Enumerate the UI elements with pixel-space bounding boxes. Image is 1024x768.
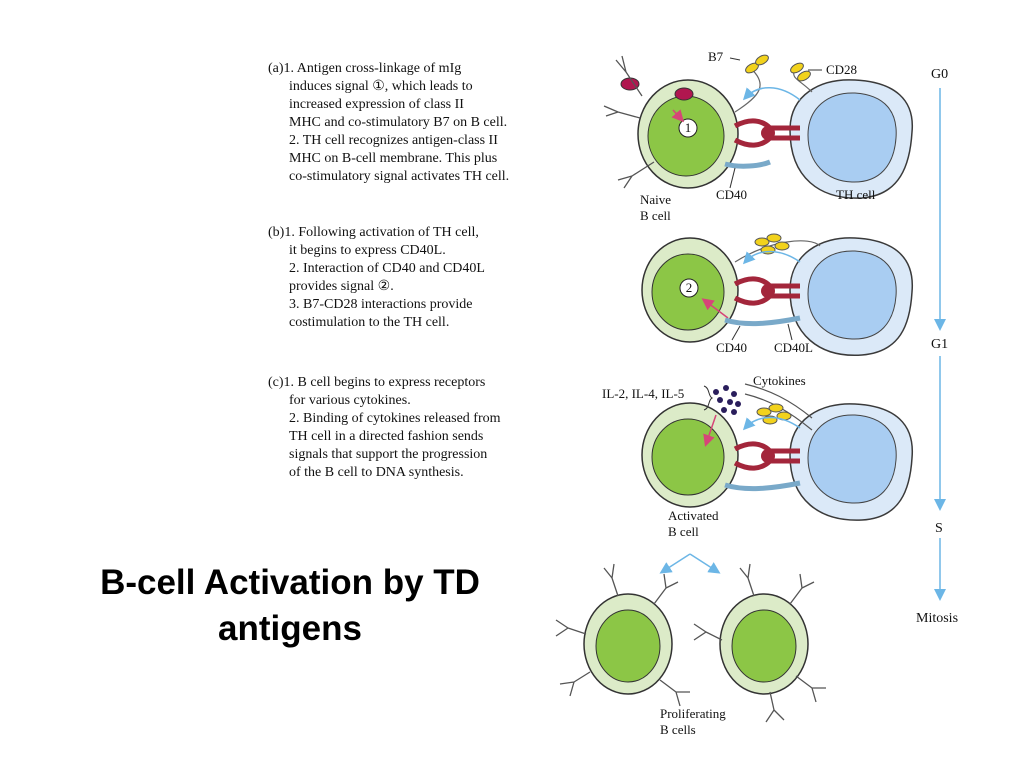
split-arrow-right xyxy=(689,553,721,574)
slide-title: B-cell Activation by TD antigens xyxy=(20,560,560,652)
step-a-line: MHC and co-stimulatory B7 on B cell. xyxy=(289,115,508,130)
th-cell-nucleus xyxy=(807,92,897,183)
th-cell-nucleus xyxy=(807,414,897,504)
step-a-line: induces signal ①, which leads to xyxy=(289,79,473,94)
step-b-text: (b)1. Following activation of TH cell, i… xyxy=(268,224,608,332)
phase-s: S xyxy=(935,521,943,536)
label-proliferating: Proliferating xyxy=(660,706,726,721)
label-th-cell: TH cell xyxy=(836,187,876,202)
split-arrow-left xyxy=(659,553,691,574)
step-a-line: increased expression of class II xyxy=(289,97,464,112)
step-c-line: 2. Binding of cytokines released from xyxy=(289,411,501,426)
b-cell-nucleus xyxy=(651,418,725,496)
b7-molecule xyxy=(768,403,784,413)
phase-mitosis: Mitosis xyxy=(916,611,958,626)
signal-arrow xyxy=(671,109,685,123)
label-cd40-a: CD40 xyxy=(716,187,747,202)
cytokine-dots xyxy=(713,385,741,415)
step-b-line: 3. B7-CD28 interactions provide xyxy=(289,297,473,312)
step-a-line: (a)1. Antigen cross-linkage of mIg xyxy=(268,61,462,76)
signal-arc xyxy=(742,416,801,431)
cd28-molecule xyxy=(797,70,811,82)
b7-leader xyxy=(729,57,741,61)
step-c-text: (c)1. B cell begins to express receptors… xyxy=(268,374,608,482)
step-c-line: TH cell in a directed fashion sends xyxy=(289,429,484,444)
panel-b: 2 CD40 CD40L xyxy=(641,233,913,356)
step-a-line: co-stimulatory signal activates TH cell. xyxy=(289,169,510,184)
label-naive-b-cell: B cell xyxy=(640,208,671,223)
th-cell-nucleus xyxy=(807,250,897,340)
label-interleukins: IL-2, IL-4, IL-5 xyxy=(602,386,684,401)
label-activated-b-cell: B cell xyxy=(668,524,699,539)
mig-receptor xyxy=(603,105,641,119)
phase-g0: G0 xyxy=(931,67,948,82)
step-a-line: MHC on B-cell membrane. This plus xyxy=(289,151,498,166)
cd40l-leader xyxy=(787,323,793,341)
signal-1-circle xyxy=(678,118,698,138)
label-activated: Activated xyxy=(668,508,719,523)
signal-2-label: 2 xyxy=(686,280,693,295)
signal-arrow xyxy=(703,414,717,447)
label-cd28: CD28 xyxy=(826,62,857,77)
b7-molecule xyxy=(754,237,770,247)
cd28-molecule xyxy=(774,241,790,251)
step-a-text: (a)1. Antigen cross-linkage of mIg induc… xyxy=(268,60,608,186)
slide-title-line-2: antigens xyxy=(218,609,362,648)
panel-c: Cytokines IL-2, IL-4, IL-5 Activated B c… xyxy=(602,373,913,539)
cd40-cd40l-complex xyxy=(724,315,801,327)
step-b-line: it begins to express CD40L. xyxy=(289,243,446,258)
cd28-molecule xyxy=(790,62,804,74)
step-c-line: of the B cell to DNA synthesis. xyxy=(289,465,464,480)
b-cell-nucleus xyxy=(595,609,661,683)
step-b-line: (b)1. Following activation of TH cell, xyxy=(268,225,479,240)
label-naive: Naive xyxy=(640,192,671,207)
mig-receptors xyxy=(555,563,826,723)
step-b-line: provides signal ②. xyxy=(289,279,394,294)
signal-arc xyxy=(742,250,801,265)
mig-receptor xyxy=(615,55,643,97)
cd40-molecule xyxy=(724,159,771,169)
b-cell-nucleus xyxy=(731,609,797,683)
cd40-leader xyxy=(729,167,736,189)
interleukin-brace xyxy=(703,385,714,411)
b7-molecule xyxy=(755,54,769,66)
label-proliferating-b-cells: B cells xyxy=(660,722,696,737)
mhc-peptide xyxy=(761,284,775,298)
cytokine-release-line xyxy=(744,383,813,419)
panel-a: 1 B7 CD28 Naive B cell CD40 TH cell xyxy=(603,49,913,223)
step-c-line: for various cytokines. xyxy=(289,393,411,408)
b7-molecule xyxy=(766,233,782,243)
step-c-line: (c)1. B cell begins to express receptors xyxy=(268,375,486,390)
signal-arc xyxy=(742,87,801,101)
cd40-leader xyxy=(731,325,741,341)
mhc-peptide xyxy=(761,449,775,463)
label-b7: B7 xyxy=(708,49,724,64)
step-c-line: signals that support the progression xyxy=(289,447,488,462)
label-cd40-b: CD40 xyxy=(716,340,747,355)
mhc-peptide xyxy=(761,126,775,140)
b7-molecule xyxy=(756,407,772,417)
signal-1-label: 1 xyxy=(685,120,692,135)
slide-title-line-1: B-cell Activation by TD xyxy=(100,563,480,602)
signal-arrow xyxy=(701,298,729,319)
step-b-line: costimulation to the TH cell. xyxy=(289,315,450,330)
cd40-cd40l-complex xyxy=(724,480,801,492)
step-b-line: 2. Interaction of CD40 and CD40L xyxy=(289,261,485,276)
proliferating-cells: Proliferating B cells xyxy=(555,563,826,737)
step-a-line: 2. TH cell recognizes antigen-class II xyxy=(289,133,498,148)
phase-g1: G1 xyxy=(931,337,948,352)
label-cd40l: CD40L xyxy=(774,340,813,355)
mig-receptor xyxy=(617,161,655,189)
label-cytokines: Cytokines xyxy=(753,373,806,388)
cell-cycle-timeline: G0 G1 S Mitosis xyxy=(916,67,958,626)
signal-2-circle xyxy=(679,278,699,298)
antigen xyxy=(674,87,694,101)
